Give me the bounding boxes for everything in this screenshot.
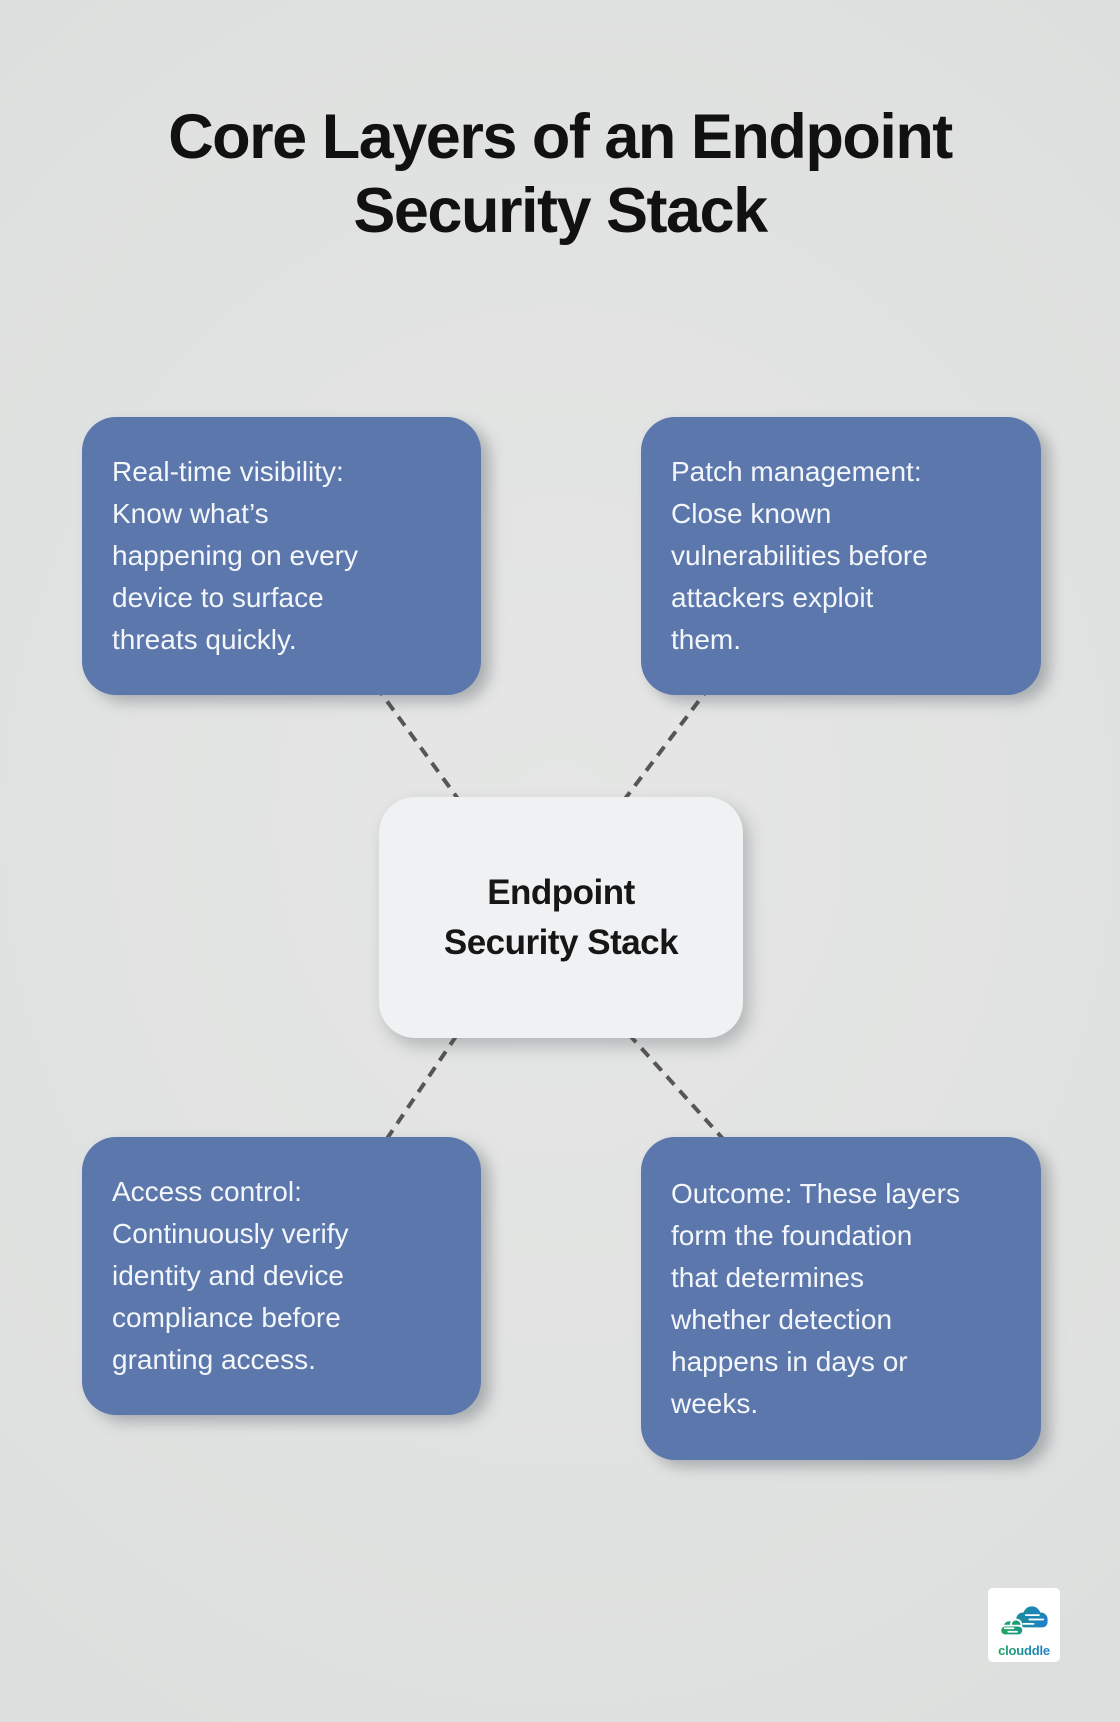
center-node-endpoint-security-stack: Endpoint Security Stack <box>379 797 743 1038</box>
info-box-access-control: Access control: Continuously verify iden… <box>82 1137 481 1415</box>
info-box-real-time-visibility: Real-time visibility: Know what’s happen… <box>82 417 481 695</box>
green-cloud-stripes <box>1003 1627 1018 1633</box>
page-title: Core Layers of an Endpoint Security Stac… <box>168 102 953 246</box>
blue-cloud-stripes <box>1022 1614 1045 1625</box>
clouddle-logo: clouddle <box>988 1588 1060 1662</box>
clouddle-wordmark: clouddle <box>998 1643 1050 1658</box>
info-box-outcome: Outcome: These layers form the foundatio… <box>641 1137 1041 1460</box>
cloud-logo-icon <box>999 1606 1048 1637</box>
info-box-text: Real-time visibility: Know what’s happen… <box>112 456 358 655</box>
info-box-text: Patch management: Close known vulnerabil… <box>671 456 928 655</box>
center-node-label: Endpoint Security Stack <box>443 872 679 962</box>
info-box-text: Access control: Continuously verify iden… <box>112 1176 349 1375</box>
info-box-patch-management: Patch management: Close known vulnerabil… <box>641 417 1041 695</box>
info-box-text: Outcome: These layers form the foundatio… <box>671 1177 960 1419</box>
